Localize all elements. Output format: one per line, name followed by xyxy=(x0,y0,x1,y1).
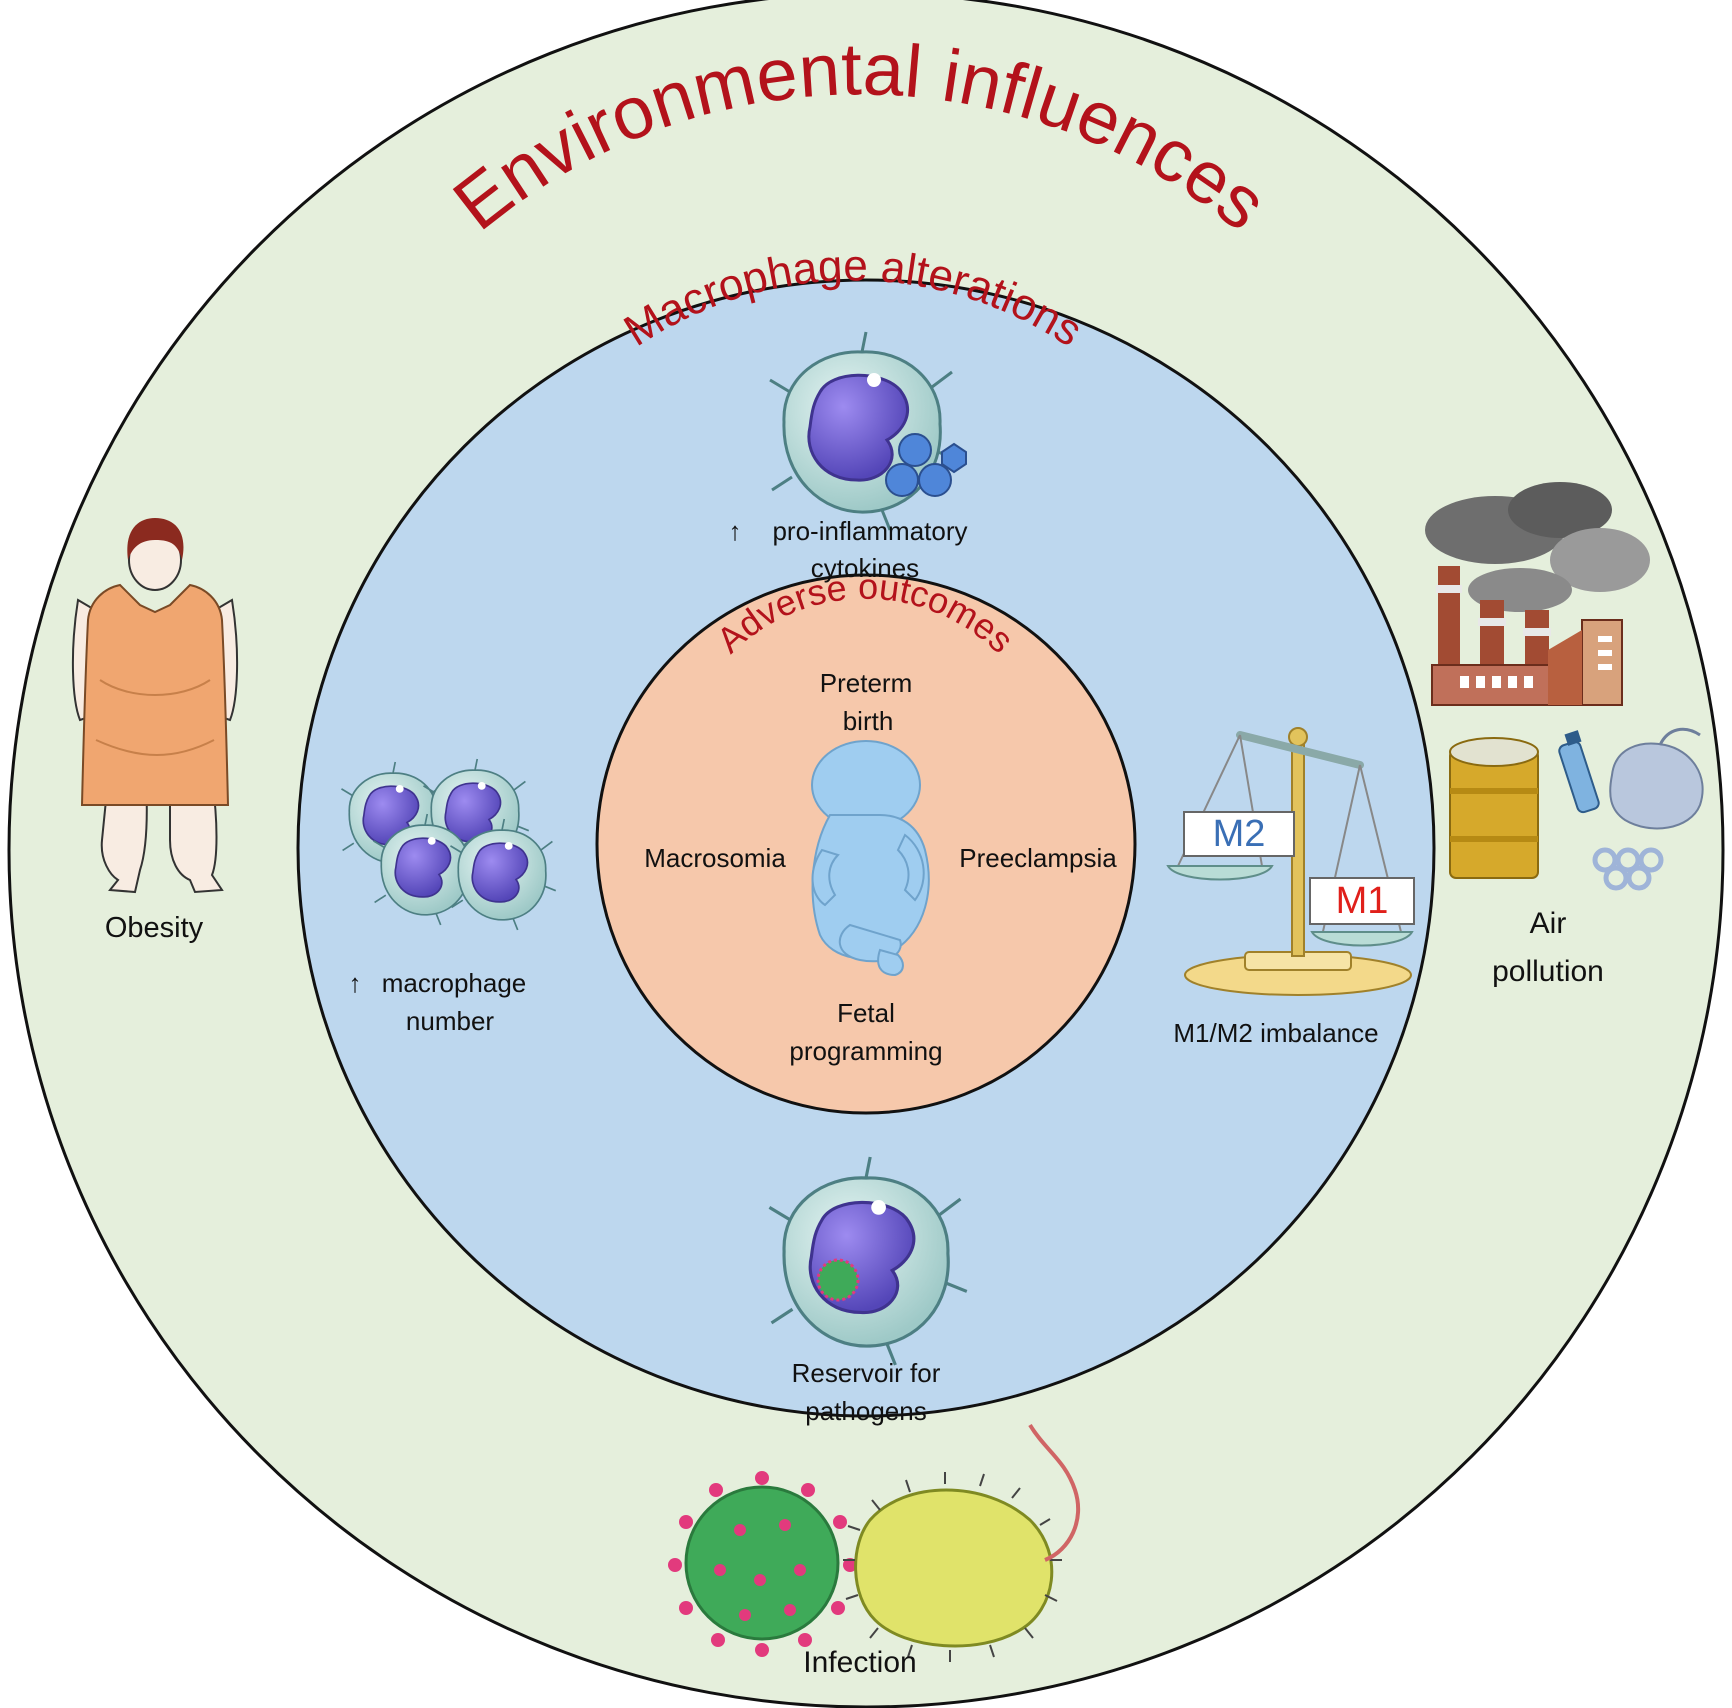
fetus-icon xyxy=(811,740,930,977)
up-arrow-icon: ↑ xyxy=(729,516,742,546)
reservoir-label-line2: pathogens xyxy=(805,1396,926,1426)
obesity-label: Obesity xyxy=(105,912,204,944)
preterm-label-line2: birth xyxy=(843,706,894,736)
preterm-label-line1: Preterm xyxy=(820,668,912,698)
factory-icon xyxy=(1425,482,1650,706)
m2-label: M2 xyxy=(1213,813,1266,855)
up-arrow-icon: ↑ xyxy=(349,968,362,998)
cytokine-macrophage-icon xyxy=(768,330,967,532)
fetal-label-line1: Fetal xyxy=(837,998,895,1028)
m1-label: M1 xyxy=(1336,880,1389,922)
preeclampsia-label: Preeclampsia xyxy=(959,843,1117,873)
reservoir-label-line1: Reservoir for xyxy=(792,1358,941,1388)
oil-barrel-icon xyxy=(1449,737,1539,879)
imbalance-label: M1/M2 imbalance xyxy=(1173,1018,1378,1048)
macrosomia-label: Macrosomia xyxy=(644,843,786,873)
balance-scale-icon xyxy=(1166,727,1415,996)
obese-person-icon xyxy=(71,518,239,894)
cytokines-label-line2: cytokines xyxy=(811,553,919,583)
air-pollution-label-line2: pollution xyxy=(1492,955,1604,988)
cytokines-label-line1: pro-inflammatory xyxy=(772,516,967,546)
macrophage-number-label-line1: macrophage xyxy=(382,968,527,998)
infection-label: Infection xyxy=(803,1646,916,1679)
macrophage-number-label-line2: number xyxy=(406,1006,494,1036)
fetal-label-line2: programming xyxy=(789,1036,942,1066)
plastic-waste-icon xyxy=(1558,727,1704,891)
virus-icon xyxy=(668,1471,857,1657)
air-pollution-label-line1: Air xyxy=(1530,907,1567,940)
reservoir-macrophage-icon xyxy=(767,1155,969,1367)
bacterium-icon xyxy=(843,1423,1081,1662)
